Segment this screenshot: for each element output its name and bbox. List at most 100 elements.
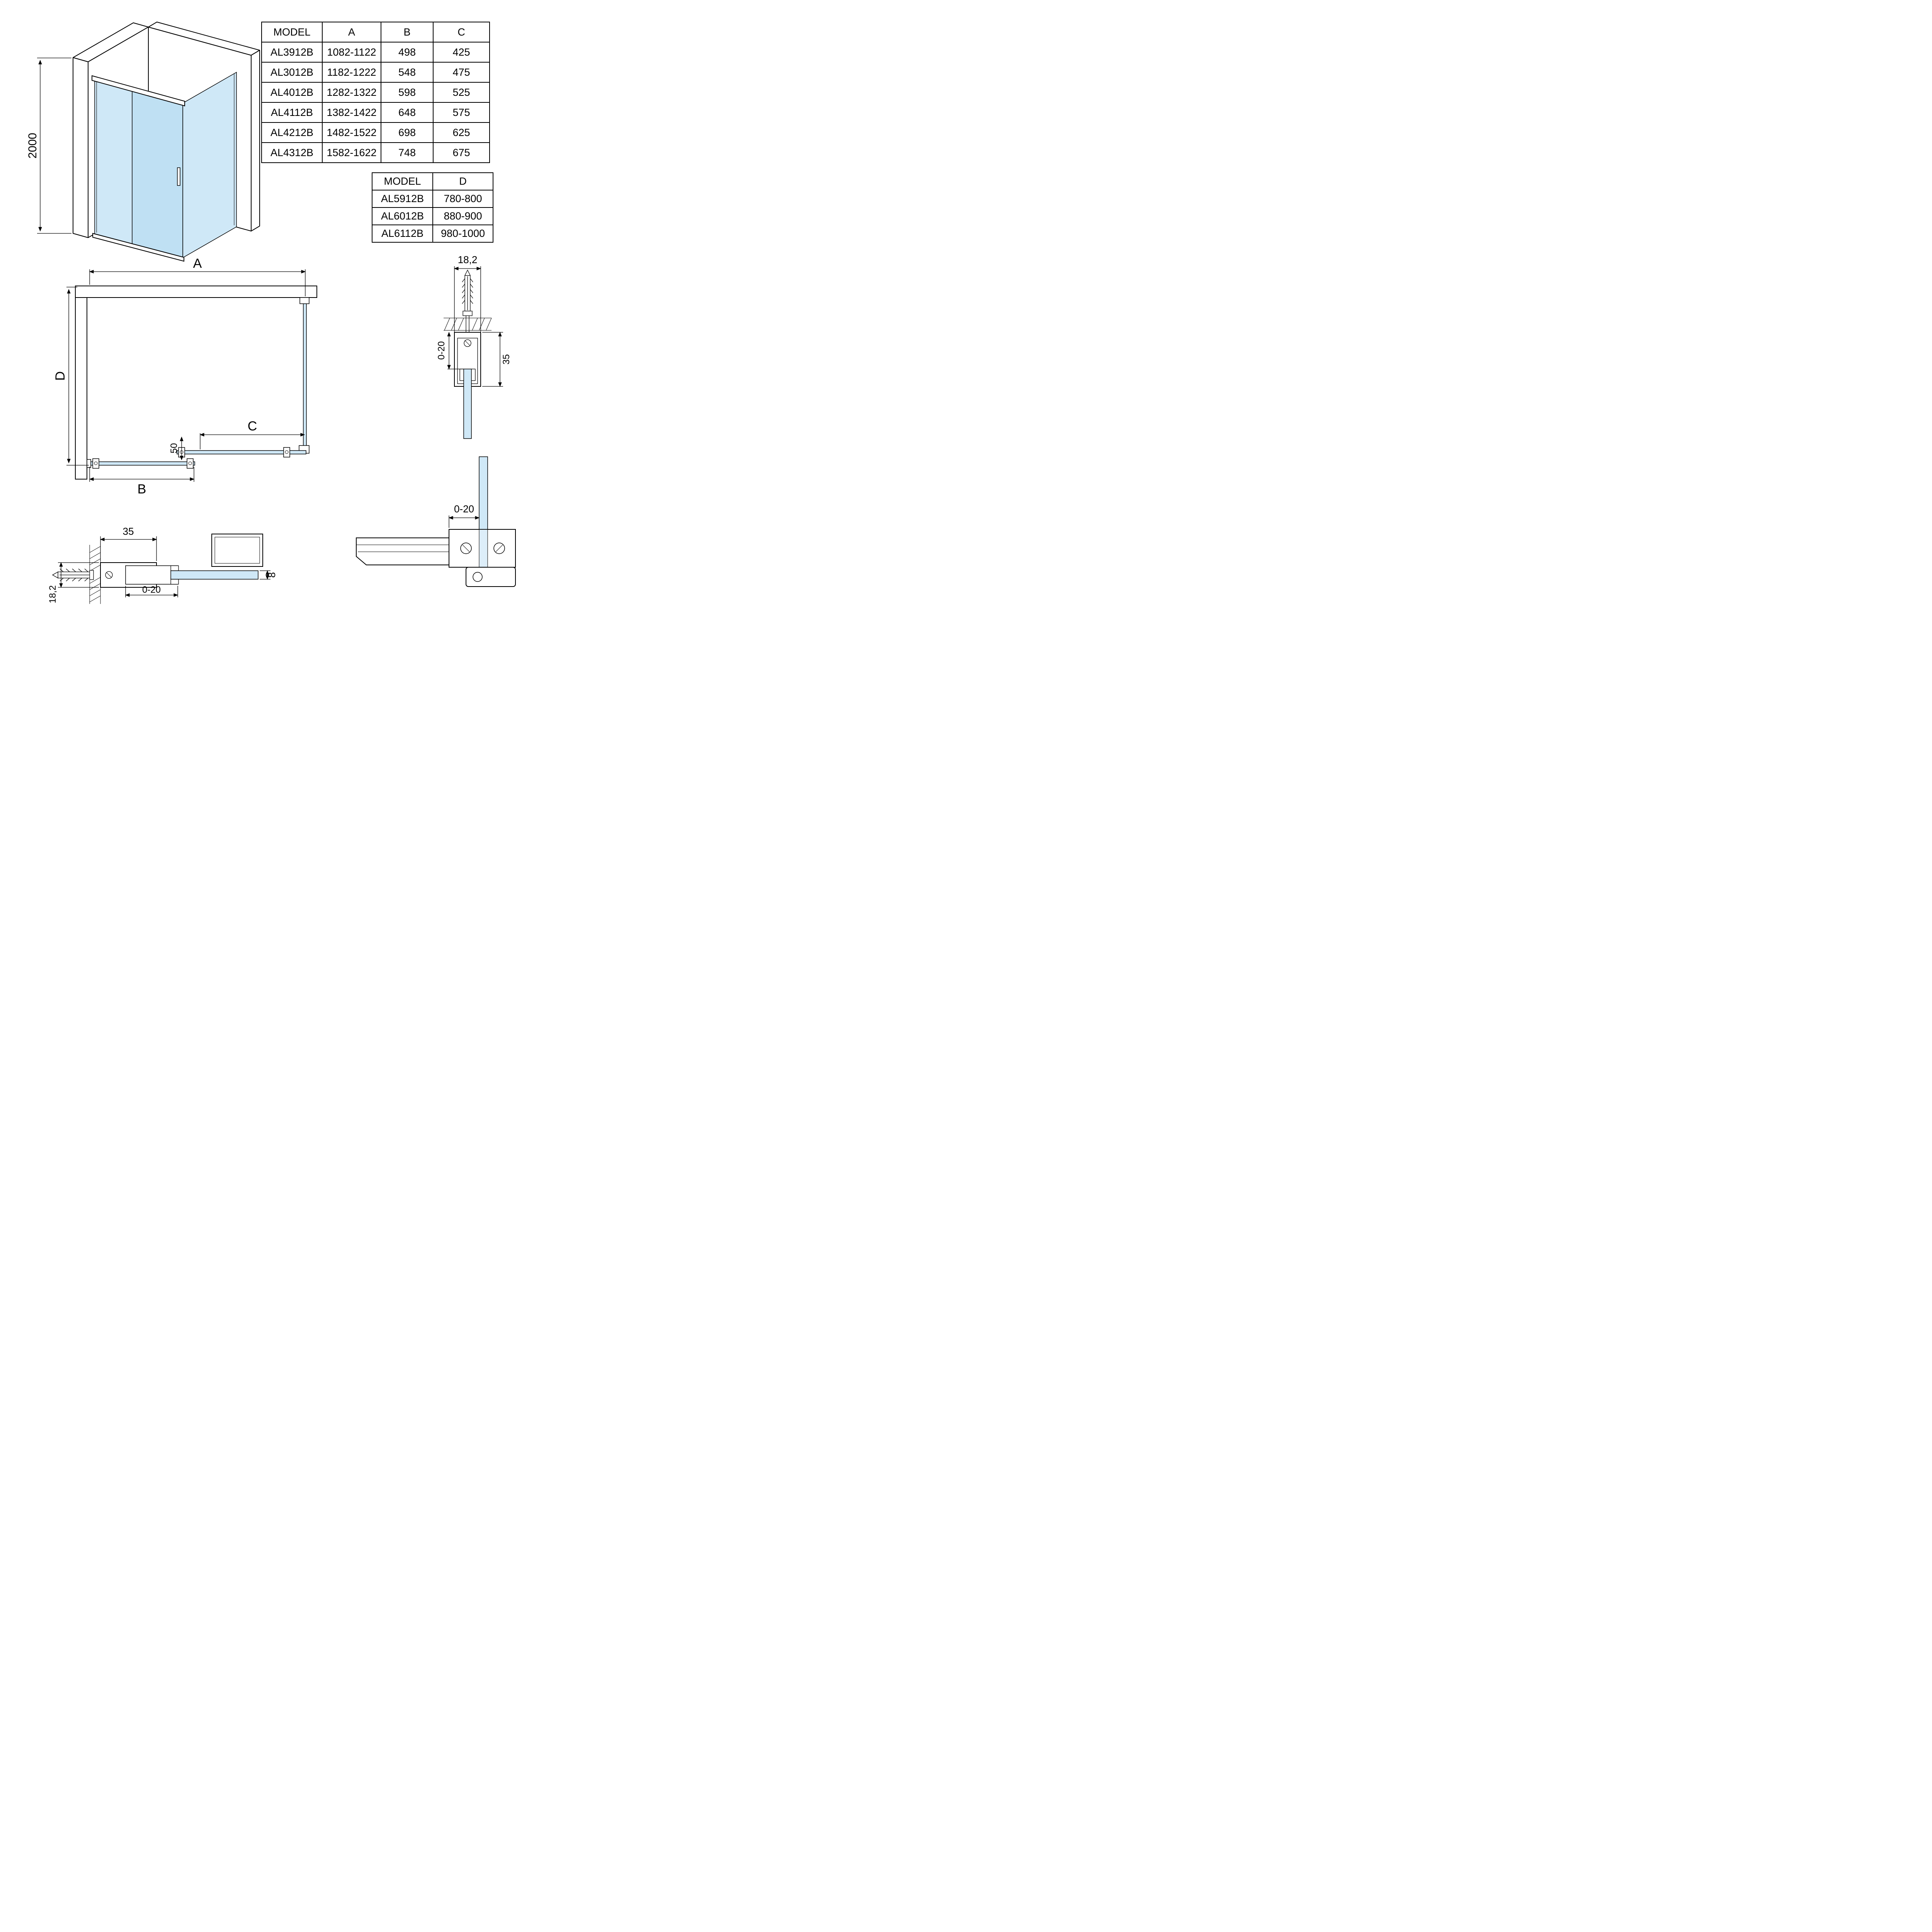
- fixed-glass-panel: [94, 79, 137, 245]
- glass-clamp: [471, 369, 476, 381]
- side-panel-top-bracket: [299, 297, 310, 304]
- technical-drawing-sheet: 2000 MODEL A B C AL3912B 1082-1122 498 4…: [0, 0, 604, 604]
- sliding-door-panel: [132, 89, 183, 258]
- table-cell: 1082-1122: [322, 42, 381, 63]
- back-wall-end-face: [251, 50, 260, 231]
- glass-enclosure: [92, 71, 237, 262]
- dim-8: 8: [260, 570, 277, 580]
- size-table-d: MODEL D AL5912B 780-800 AL6012B 880-900 …: [372, 172, 493, 243]
- dim-label-0-20: 0-20: [436, 341, 447, 360]
- dim-label-0-20: 0-20: [142, 585, 161, 595]
- dim-label-b: B: [138, 482, 146, 497]
- column-header-model: MODEL: [372, 172, 433, 190]
- table-cell: AL5912B: [372, 190, 433, 208]
- column-header-d: D: [432, 172, 493, 190]
- dim-35: 35: [482, 332, 512, 387]
- table-row: AL3012B 1182-1222 548 475: [261, 62, 490, 83]
- table-cell: AL6012B: [372, 207, 433, 225]
- profile-inner: [125, 565, 178, 585]
- dim-label-8: 8: [266, 572, 277, 578]
- table-cell: 525: [433, 82, 490, 103]
- top-wall-section: [75, 286, 317, 298]
- table-cell: AL6112B: [372, 224, 433, 243]
- dim-label-a: A: [193, 256, 202, 271]
- plan-view: A D C 50 B: [54, 256, 317, 497]
- table-cell: 880-900: [432, 207, 493, 225]
- guide-roller: [473, 572, 483, 582]
- table-cell: 780-800: [432, 190, 493, 208]
- table-row: AL5912B 780-800: [372, 190, 493, 208]
- detail-corner-joint: 0-20: [356, 456, 516, 587]
- top-rail: [92, 75, 185, 107]
- table-cell: 625: [433, 122, 490, 143]
- dim-18-2: 18,2: [454, 254, 481, 332]
- dim-b: B: [89, 467, 195, 497]
- dim-c: C: [199, 419, 305, 449]
- table-row: AL4312B 1582-1622 748 675: [261, 142, 490, 163]
- table-cell: 1182-1222: [322, 62, 381, 83]
- table-header-row: MODEL D: [372, 172, 493, 190]
- table-cell: 1582-1622: [322, 142, 381, 163]
- side-panel-section: [303, 297, 307, 452]
- sliding-panel-block-inner: [214, 537, 260, 564]
- wall-hatch: [444, 318, 492, 331]
- glass-clamp: [170, 579, 179, 585]
- column-header-model: MODEL: [261, 22, 323, 43]
- table-row: AL4012B 1282-1322 598 525: [261, 82, 490, 103]
- table-row: AL6012B 880-900: [372, 207, 493, 225]
- table-cell: AL3012B: [261, 62, 323, 83]
- detail-wall-profile-horizontal: 35 0-20 8 18,2: [48, 526, 277, 604]
- dim-label-50: 50: [169, 443, 179, 454]
- detail-wall-profile-vertical: 18,2: [436, 254, 512, 439]
- wall-plug: [52, 568, 94, 582]
- table-header-row: MODEL A B C: [261, 22, 490, 43]
- size-table-abc: MODEL A B C AL3912B 1082-1122 498 425 AL…: [261, 22, 490, 163]
- table-cell: AL4312B: [261, 142, 323, 163]
- dim-label-c: C: [248, 419, 257, 434]
- top-profile-assembly: [454, 332, 481, 439]
- column-header-b: B: [381, 22, 434, 43]
- left-wall-section: [75, 297, 87, 480]
- table-cell: 598: [381, 82, 434, 103]
- dim-height-2000: 2000: [26, 58, 71, 234]
- table-cell: AL4012B: [261, 82, 323, 103]
- dim-label-2000: 2000: [26, 133, 39, 159]
- table-cell: 980-1000: [432, 224, 493, 243]
- dim-label-35: 35: [501, 354, 512, 365]
- glass-clamp: [459, 369, 464, 381]
- table-cell: AL4212B: [261, 122, 323, 143]
- table-cell: AL4112B: [261, 102, 323, 123]
- table-row: AL6112B 980-1000: [372, 224, 493, 243]
- wall-plug: [462, 269, 473, 332]
- table-cell: 498: [381, 42, 434, 63]
- table-cell: 425: [433, 42, 490, 63]
- table-cell: 1382-1422: [322, 102, 381, 123]
- glass-pane: [170, 570, 259, 580]
- glass-in-bracket: [479, 529, 488, 568]
- side-glass-section: [479, 456, 488, 531]
- dim-label-18-2: 18,2: [458, 254, 478, 265]
- table-cell: 1482-1522: [322, 122, 381, 143]
- table-cell: 1282-1322: [322, 82, 381, 103]
- dim-35: 35: [100, 526, 157, 561]
- column-header-a: A: [322, 22, 381, 43]
- sliding-door-panel-section: [89, 461, 195, 466]
- table-cell: 675: [433, 142, 490, 163]
- door-handle: [177, 167, 180, 186]
- table-cell: 475: [433, 62, 490, 83]
- fixed-door-panel-section: [177, 450, 306, 454]
- dim-d: D: [54, 287, 89, 466]
- glass-clamp: [170, 565, 179, 571]
- dim-0-20: 0-20: [448, 503, 480, 528]
- table-cell: 548: [381, 62, 434, 83]
- dim-18-2: 18,2: [48, 562, 99, 604]
- table-cell: AL3912B: [261, 42, 323, 63]
- dim-label-18-2: 18,2: [48, 585, 58, 604]
- dim-label-d: D: [54, 371, 68, 381]
- dim-label-35: 35: [123, 526, 134, 537]
- table-cell: 748: [381, 142, 434, 163]
- dim-50: 50: [169, 436, 184, 461]
- wall-profile-assembly: [100, 534, 263, 588]
- glass-pane: [463, 369, 472, 439]
- table-row: AL4212B 1482-1522 698 625: [261, 122, 490, 143]
